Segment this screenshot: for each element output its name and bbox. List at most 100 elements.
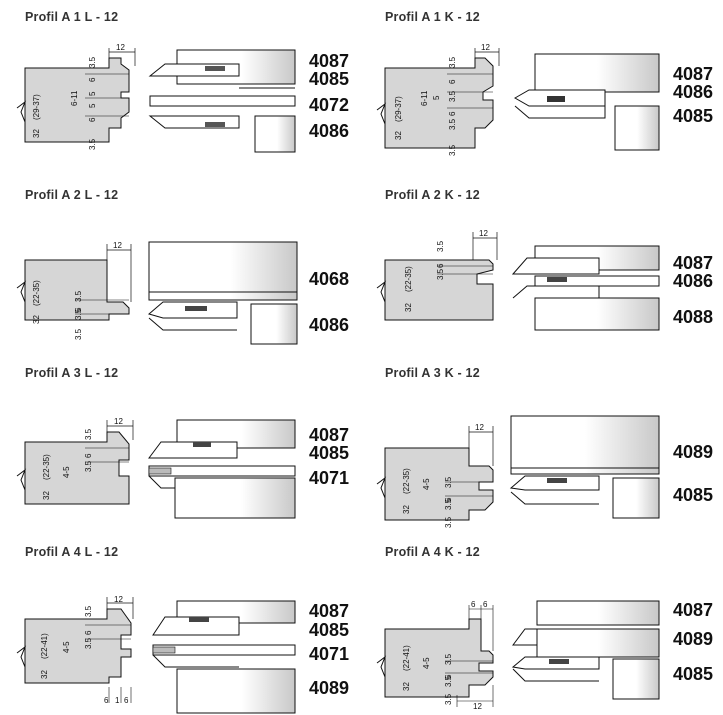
dim-d1: 6 [436,263,445,268]
profile-title: Profil A 3 L - 12 [25,366,119,380]
profile-drawing: 12 32 (22-35) 3.5 6 3.5 [376,229,660,331]
part-number: 4071 [309,468,350,488]
dim-top: 3.5 [436,240,445,252]
dim-range: (22-35) [402,468,411,494]
dim-d2: 3.5 [448,90,457,102]
dim-height: 32 [402,682,411,691]
dim-height: 32 [32,129,41,138]
cutter-assembly [511,245,660,331]
profile-panel-a3l: Profil A 3 L - 12 12 32 (22-35) 4-5 3.5 … [16,366,380,536]
dim-width: 12 [479,229,488,238]
part-number: 4087 [309,601,350,621]
profile-panel-a1k: Profil A 1 K - 12 12 32 (29-37) 6-11 5 3… [376,10,723,180]
part-number: 4086 [309,121,350,141]
profile-drawing: 12 32 (22-35) 4-5 3.5 6 3.5 [16,417,296,519]
profile-title: Profil A 2 K - 12 [385,188,480,202]
dim-width: 12 [116,43,125,52]
profile-panel-a2k: Profil A 2 K - 12 12 32 (22-35) 3.5 6 3.… [376,188,723,358]
dim-t2: 6 [483,600,488,609]
profile-panel-a1l: Profil A 1 L - 12 12 32 (29-37) 6-11 3.5… [16,10,380,180]
dim-span: 4-5 [62,466,71,478]
dim-d3: 6 [448,111,457,116]
dim-b1: 6 [104,696,109,705]
profile-drawing: 12 32 (22-41) 4-5 3.5 6 3.5 6 1 6 [16,595,296,714]
dim-bottom: 3.5 [444,516,453,528]
dim-d3: 5 [88,103,97,108]
dim-height: 32 [40,670,49,679]
cutter-assembly [147,241,298,345]
dim-width: 12 [113,241,122,250]
dim-d1: 3.5 [444,653,453,665]
cutter-assembly [509,415,660,519]
dim-height: 32 [402,505,411,514]
dim-span: 6-11 [70,90,79,106]
dim-width: 12 [114,595,123,604]
part-number: 4085 [309,620,350,640]
dim-top: 3.5 [448,56,457,68]
profile-title: Profil A 2 L - 12 [25,188,119,202]
dim-d2: 6 [444,497,453,502]
dim-span: 4-5 [422,657,431,669]
part-number: 4086 [309,315,350,335]
part-number: 4071 [309,644,350,664]
part-number: 4085 [673,664,714,684]
dim-range: (22-41) [40,633,49,659]
workpiece-section [24,608,132,684]
part-number: 4085 [673,106,714,126]
profile-panel-a3k: Profil A 3 K - 12 12 32 (22-35) 4-5 3.5 … [376,366,723,536]
cutter-assembly [513,53,660,151]
profile-panel-a4l: Profil A 4 L - 12 12 32 (22-41) 4-5 3.5 … [16,545,380,715]
part-number: 4086 [673,82,714,102]
break-line [16,100,27,123]
profile-title: Profil A 1 K - 12 [385,10,480,24]
dim-d3: 3.5 [444,498,453,510]
dim-d1: 6 [84,630,93,635]
dim-range: (29-37) [32,94,41,120]
profile-panel-a2l: Profil A 2 L - 12 12 32 (22-35) 3.5 6 3.… [16,188,380,358]
dim-span: 6-11 [420,90,429,106]
workpiece-section [24,259,130,321]
cutter-assembly [148,49,296,153]
part-number: 4089 [309,678,350,698]
dim-range: (29-37) [394,96,403,122]
dim-range: (22-35) [404,266,413,292]
dim-bottom: 3.5 [444,693,453,705]
profile-title: Profil A 4 K - 12 [385,545,480,559]
workpiece-section [384,259,494,321]
dim-d2: 6 [444,674,453,679]
dim-height: 32 [32,315,41,324]
dim-b3: 6 [124,696,129,705]
part-number: 4085 [673,485,714,505]
dim-width: 12 [473,702,482,711]
dim-d2: 3.5 [84,460,93,472]
dim-d4: 6 [88,117,97,122]
dim-range: (22-35) [42,454,51,480]
profile-drawing: 12 32 (29-37) 6-11 3.5 6 5 5 6 3.5 [16,43,296,153]
cutter-assembly [152,600,296,714]
cutter-assembly [148,419,296,519]
dim-span: 4-5 [62,641,71,653]
dim-d3: 3.5 [444,675,453,687]
dim-d2: 5 [88,91,97,96]
part-number: 4072 [309,95,350,115]
part-number: 4089 [673,442,714,462]
dim-bottom: 3.5 [88,138,97,150]
profile-drawing: 12 32 (22-35) 4-5 3.5 6 3.5 3.5 [376,415,660,528]
dim-width: 12 [481,43,490,52]
workpiece-section [384,447,494,521]
part-number: 4087 [309,51,350,71]
dim-b2: 1 [115,696,120,705]
dim-range: (22-35) [32,280,41,306]
part-number: 4085 [309,69,350,89]
profile-drawing: 12 32 (29-37) 6-11 5 3.5 6 3.5 6 3.5 3.5 [376,43,660,156]
workpiece-section [24,431,130,505]
part-number: 4087 [309,425,350,445]
dim-d1: 6 [448,79,457,84]
dim-top: 3.5 [84,605,93,617]
part-number: 4087 [673,600,714,620]
profile-drawing: 12 32 (22-35) 3.5 6 3.5 3.5 [16,241,298,345]
dim-width: 12 [475,423,484,432]
dim-bottom: 3.5 [448,144,457,156]
dim-d1: 6 [88,77,97,82]
part-number: 4085 [309,443,350,463]
